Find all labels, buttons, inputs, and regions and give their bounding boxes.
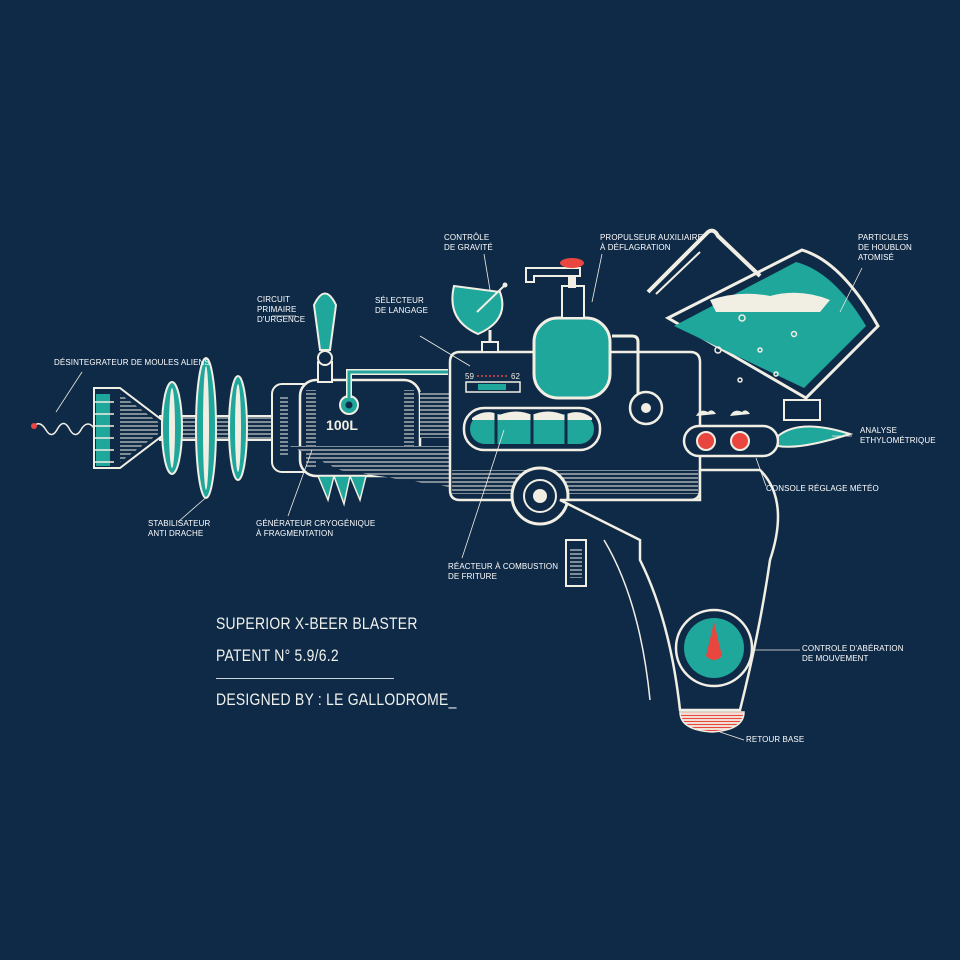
label-desintegrateur: DÉSINTEGRATEUR DE MOULES ALIENS (54, 358, 210, 367)
label-analyse: ANALYSE ETHYLOMÉTRIQUE (860, 426, 936, 445)
title-line-3: DESIGNED BY : LE GALLODROME_ (216, 690, 457, 709)
selector-max: 62 (511, 372, 520, 381)
label-console: CONSOLE RÉGLAGE MÉTÉO (766, 484, 879, 493)
gravity-dish (451, 282, 508, 353)
label-stabilisateur: STABILISATEUR ANTI DRACHE (148, 519, 211, 538)
disintegrator-coil (31, 422, 95, 436)
title-divider (216, 678, 394, 679)
title-line-2: PATENT N° 5.9/6.2 (216, 646, 339, 665)
label-propulseur: PROPULSEUR AUXILIAIRE À DÉFLAGRATION (600, 233, 704, 252)
propulsor-bottle (525, 258, 664, 426)
label-circuit: CIRCUIT PRIMAIRE D'URGENCE (257, 295, 306, 324)
cryo-tank: 100L (271, 378, 422, 507)
emergency-lever (312, 292, 338, 383)
label-selecteur: SÉLECTEUR DE LANGAGE (375, 296, 429, 315)
leader-lines (55, 253, 863, 741)
tank-capacity-label: 100L (326, 417, 358, 433)
stabilizer-discs (161, 357, 248, 499)
label-controle-aberation: CONTROLE D'ABÉRATION DE MOUVEMENT (802, 644, 904, 663)
selector-min: 59 (465, 372, 474, 381)
grip (559, 468, 780, 733)
title-line-1: SUPERIOR X-BEER BLASTER (216, 614, 418, 633)
label-retour: RETOUR BASE (746, 735, 805, 744)
beer-mug (646, 228, 880, 421)
label-reacteur: RÉACTEUR À COMBUSTION DE FRITURE (448, 562, 559, 581)
emitter-cone (93, 387, 163, 469)
analysis-nose (777, 425, 854, 448)
label-generateur: GÉNÉRATEUR CRYOGÉNIQUE À FRAGMENTATION (256, 519, 376, 538)
label-particules: PARTICULES DE HOUBLON ATOMISÉ (858, 233, 912, 262)
label-gravite: CONTRÔLE DE GRAVITÉ (444, 233, 493, 252)
wheel (510, 466, 570, 526)
weather-console (682, 410, 780, 458)
